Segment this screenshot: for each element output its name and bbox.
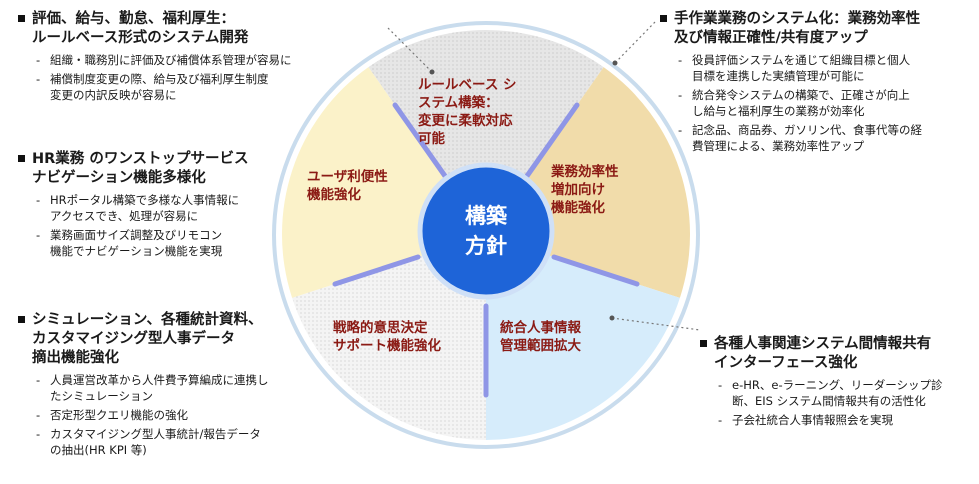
leader-lines — [387, 21, 701, 331]
item-line: 役員評価システムを通じて組織目標と個人 — [692, 53, 911, 67]
block-bottom-right: 各種人事関連システム間情報共有 インターフェース強化 - e-HR、e-ラーニン… — [700, 335, 975, 431]
heading-line: インターフェース強化 — [714, 355, 858, 371]
segment-label-top-left: ユーザ利便性 機能強化 — [307, 168, 388, 204]
bullet-square-icon — [18, 155, 25, 162]
segment-label-line: 機能強化 — [307, 187, 361, 203]
item-line: HRポータル構築で多様な人事情報に — [50, 193, 240, 207]
segment-label-line: 増加向け — [551, 182, 605, 198]
item-line: 統合発令システムの構築で、正確さが向上 — [692, 88, 910, 102]
heading-line: 摘出機能強化 — [32, 350, 119, 366]
item-line: 業務画面サイズ調整及びリモコン — [50, 228, 223, 242]
list-item: - e-HR、e-ラーニング、リーダーシップ診 断、EIS システム間情報共有の… — [700, 377, 975, 409]
block-heading: シミュレーション、各種統計資料、 カスタマイジング型人事データ 摘出機能強化 — [18, 311, 338, 368]
list-item: - 役員評価システムを通じて組織目標と個人 目標を連携した実績管理が可能に — [660, 52, 975, 84]
item-line: 人員運営改革から人件費予算編成に連携し — [50, 373, 269, 387]
block-middle-left: HR業務 のワンストップサービス ナビゲーション機能多様化 - HRポータル構築… — [18, 150, 318, 262]
segment-top — [368, 30, 604, 235]
segment-label-line: 可能 — [418, 131, 445, 147]
heading-line: シミュレーション、各種統計資料、 — [32, 312, 263, 328]
item-line: e-HR、e-ラーニング、リーダーシップ診 — [732, 378, 943, 392]
item-line: 組織・職務別に評価及び補償体系管理が容易に — [50, 53, 292, 67]
item-line: の抽出(HR KPI 等) — [50, 443, 147, 457]
item-line: アクセスでき、処理が容易に — [50, 209, 199, 223]
segment-label-line: ルールベース シ — [418, 77, 517, 93]
item-line: 子会社統合人事情報照会を実現 — [732, 413, 893, 427]
item-line: 変更の内訳反映が容易に — [50, 88, 177, 102]
heading-line: 各種人事関連システム間情報共有 — [714, 336, 932, 352]
item-line: 否定形型クエリ機能の強化 — [50, 408, 188, 422]
list-item: - 組織・職務別に評価及び補償体系管理が容易に — [18, 52, 368, 68]
segment-label-bottom-right: 統合人事情報 管理範囲拡大 — [500, 319, 581, 355]
item-line: し給与と福利厚生の業務が効率化 — [692, 104, 865, 118]
heading-line: HR業務 のワンストップサービス — [32, 151, 249, 167]
center-label: 構築 方針 — [441, 201, 531, 261]
list-item: - 統合発令システムの構築で、正確さが向上 し給与と福利厚生の業務が効率化 — [660, 87, 975, 119]
block-bottom-left: シミュレーション、各種統計資料、 カスタマイジング型人事データ 摘出機能強化 -… — [18, 311, 338, 461]
segment-label-top-right: 業務効率性 増加向け 機能強化 — [551, 163, 619, 217]
item-line: 記念品、商品券、ガソリン代、食事代等の経 — [692, 123, 922, 137]
segment-label-line: ユーザ利便性 — [307, 169, 388, 185]
center-label-line: 方針 — [465, 234, 507, 258]
block-heading: HR業務 のワンストップサービス ナビゲーション機能多様化 — [18, 150, 318, 188]
item-line: カスタマイジング型人事統計/報告データ — [50, 427, 261, 441]
item-line: たシミュレーション — [50, 389, 154, 403]
block-top-right: 手作業業務のシステム化：業務効率性 及び情報正確性/共有度アップ - 役員評価シ… — [660, 10, 975, 157]
list-item: - 記念品、商品券、ガソリン代、食事代等の経 費管理による、業務効率性アップ — [660, 122, 975, 154]
block-heading: 評価、給与、勤怠、福利厚生： ルールベース形式のシステム開発 — [18, 10, 368, 48]
item-line: 補償制度変更の際、給与及び福利厚生制度 — [50, 72, 269, 86]
list-item: - 業務画面サイズ調整及びリモコン 機能でナビゲーション機能を実現 — [18, 227, 318, 259]
bullet-square-icon — [700, 340, 707, 347]
list-item: - 補償制度変更の際、給与及び福利厚生制度 変更の内訳反映が容易に — [18, 71, 368, 103]
segment-label-line: 管理範囲拡大 — [500, 338, 581, 354]
bullet-square-icon — [18, 15, 25, 22]
segment-label-line: 機能強化 — [551, 200, 605, 216]
bullet-square-icon — [18, 316, 25, 323]
item-line: 費管理による、業務効率性アップ — [692, 139, 865, 153]
segment-dividers — [332, 102, 640, 398]
segment-label-bottom-left: 戦略的意思決定 サポート機能強化 — [333, 319, 441, 355]
heading-line: 手作業業務のシステム化：業務効率性 — [674, 11, 921, 27]
center-label-line: 構築 — [465, 204, 507, 228]
block-heading: 手作業業務のシステム化：業務効率性 及び情報正確性/共有度アップ — [660, 10, 975, 48]
list-item: - HRポータル構築で多様な人事情報に アクセスでき、処理が容易に — [18, 192, 318, 224]
list-item: - 人員運営改革から人件費予算編成に連携し たシミュレーション — [18, 372, 338, 404]
block-top-left: 評価、給与、勤怠、福利厚生： ルールベース形式のシステム開発 - 組織・職務別に… — [18, 10, 368, 106]
bullet-square-icon — [660, 15, 667, 22]
list-item: - カスタマイジング型人事統計/報告データ の抽出(HR KPI 等) — [18, 426, 338, 458]
item-line: 断、EIS システム間情報共有の活性化 — [732, 394, 926, 408]
heading-line: 評価、給与、勤怠、福利厚生： — [32, 11, 235, 27]
segment-bottom-left — [292, 235, 486, 440]
block-heading: 各種人事関連システム間情報共有 インターフェース強化 — [700, 335, 975, 373]
heading-line: カスタマイジング型人事データ — [32, 331, 235, 347]
segment-label-line: 業務効率性 — [551, 164, 619, 180]
segment-label-line: サポート機能強化 — [333, 338, 441, 354]
segment-bottom-right — [486, 235, 680, 440]
item-line: 機能でナビゲーション機能を実現 — [50, 244, 223, 258]
heading-line: 及び情報正確性/共有度アップ — [674, 30, 868, 46]
heading-line: ナビゲーション機能多様化 — [32, 170, 206, 186]
segment-label-top: ルールベース シ ステム構築： 変更に柔軟対応 可能 — [418, 76, 548, 148]
list-item: - 子会社統合人事情報照会を実現 — [700, 412, 975, 428]
segment-label-line: 統合人事情報 — [500, 320, 581, 336]
segment-label-line: 戦略的意思決定 — [333, 320, 428, 336]
segment-label-line: ステム構築： — [418, 95, 499, 111]
item-line: 目標を連携した実績管理が可能に — [692, 69, 865, 83]
segment-label-line: 変更に柔軟対応 — [418, 113, 513, 129]
center-circle — [417, 162, 555, 300]
list-item: - 否定形型クエリ機能の強化 — [18, 407, 338, 423]
heading-line: ルールベース形式のシステム開発 — [32, 30, 249, 46]
